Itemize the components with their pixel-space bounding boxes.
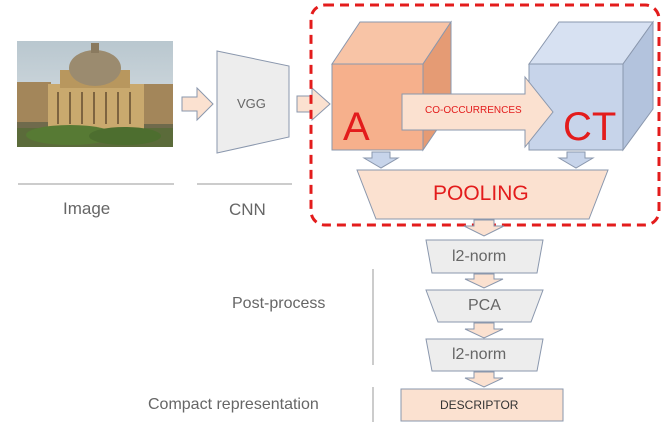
compact-representation-label: Compact representation [148,396,319,413]
cooccurrences-label: CO-OCCURRENCES [425,105,522,116]
arrow-vgg-to-a [296,86,331,122]
cnn-label: CNN [229,200,266,219]
pooling-block [356,169,609,220]
arrow-pca-to-l2norm [464,322,504,339]
cube-ct-label: CT [563,105,617,149]
cube-ct [528,20,654,152]
image-label: Image [63,199,111,218]
descriptor-block [400,388,564,422]
cube-a [331,20,452,152]
arrow-ct-to-pooling [557,151,595,169]
arrow-image-to-vgg [181,86,214,122]
arrow-l2norm-to-pca [464,273,504,289]
l2norm-block-2 [425,338,544,372]
cooccurrences-arrow [401,75,554,149]
pooling-label: POOLING [433,182,529,205]
arrow-a-to-pooling [362,151,400,169]
pca-block [425,289,544,323]
vgg-label: VGG [237,96,266,111]
highlight-box [309,3,661,227]
descriptor-label: DESCRIPTOR [440,398,519,412]
l2norm-2-label: l2-norm [452,346,507,363]
post-process-label: Post-process [232,295,326,312]
input-photo [17,41,173,147]
pca-label: PCA [468,297,501,314]
l2norm-1-label: l2-norm [452,248,507,265]
l2norm-block-1 [425,239,544,274]
cube-a-label: A [343,105,370,149]
arrow-pooling-to-l2norm [463,219,505,237]
arrow-l2norm-to-descriptor [464,371,504,388]
vgg-block [216,50,290,154]
